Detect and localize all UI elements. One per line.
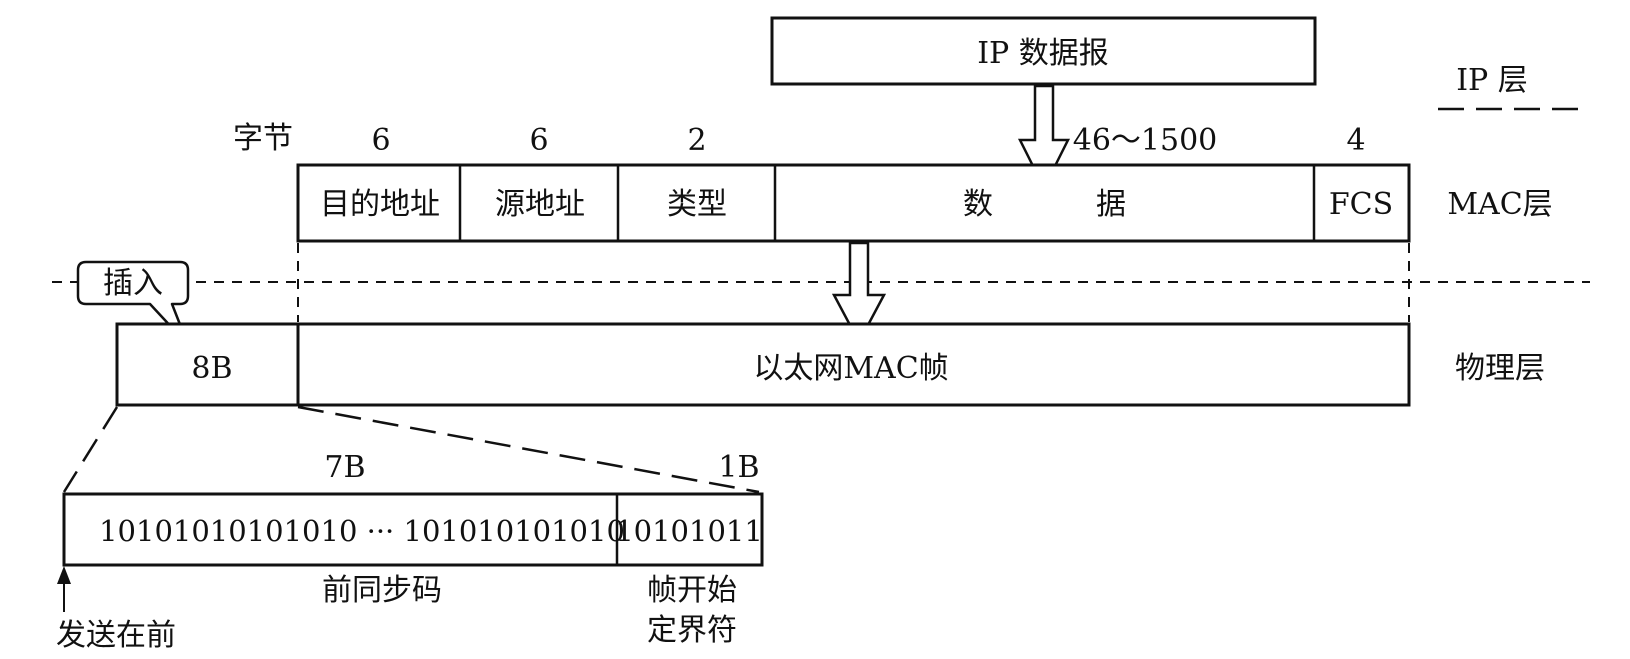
field-size-src: 6 — [529, 123, 548, 158]
field-dest-address: 目的地址 — [320, 187, 440, 222]
field-size-dest: 6 — [371, 123, 390, 158]
bytes-label: 字节 — [233, 121, 293, 156]
ethernet-frame-label: 以太网MAC帧 — [753, 351, 948, 386]
zoom-line-right — [297, 405, 760, 494]
frame-arrow-icon — [831, 241, 887, 345]
sync-size: 7B — [324, 450, 365, 485]
ip-datagram-label: IP 数据报 — [977, 36, 1109, 71]
mac-frame-row — [296, 163, 1411, 243]
preamble-block — [115, 322, 300, 407]
field-type: 类型 — [667, 187, 727, 222]
zoom-line-left — [62, 406, 119, 493]
sfd-name-line2: 定界符 — [647, 613, 737, 648]
send-first-arrow-icon — [57, 566, 71, 584]
sync-name: 前同步码 — [322, 573, 442, 608]
sfd-size: 1B — [718, 450, 759, 485]
ip-layer-label: IP 层 — [1456, 63, 1528, 98]
field-src-address: 源地址 — [495, 187, 585, 222]
preamble-size: 8B — [191, 351, 232, 386]
sfd-name-line1: 帧开始 — [647, 573, 737, 608]
sync-bits: 10101010101010 ··· 101010101010 — [99, 514, 625, 548]
sfd-bits: 10101011 — [615, 514, 763, 548]
field-data-right: 据 — [1096, 187, 1126, 222]
field-size-fcs: 4 — [1346, 123, 1365, 158]
preamble-detail-box — [62, 492, 764, 567]
field-size-data: 46～1500 — [1073, 123, 1218, 158]
ethernet-frame-block — [296, 322, 1411, 407]
mac-layer-label: MAC层 — [1447, 187, 1552, 222]
field-fcs: FCS — [1329, 187, 1393, 222]
send-first-label: 发送在前 — [56, 618, 176, 653]
insert-label: 插入 — [103, 266, 163, 301]
field-data-left: 数 — [963, 187, 993, 222]
physical-layer-label: 物理层 — [1455, 351, 1545, 386]
ip-datagram-box — [770, 16, 1317, 86]
field-size-type: 2 — [687, 123, 706, 158]
